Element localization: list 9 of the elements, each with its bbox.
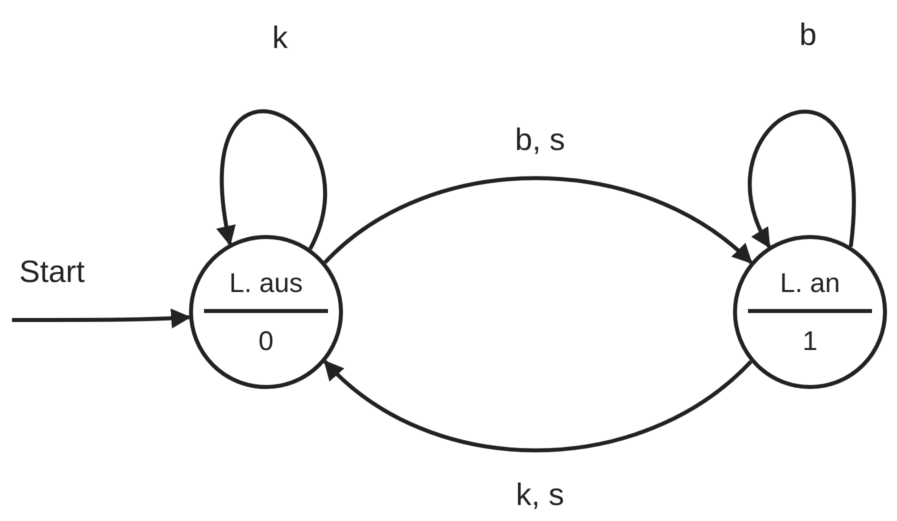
- self-loop-arrow: [748, 110, 856, 248]
- state-output: 0: [258, 325, 274, 357]
- transition-arrow: [324, 176, 753, 264]
- transition-arrow: [324, 360, 752, 452]
- state-output: 1: [802, 325, 818, 357]
- self-loop-arrow: [217, 110, 327, 250]
- transition-arrow: [12, 308, 192, 328]
- state-name: L. an: [780, 267, 840, 299]
- state-name: L. aus: [229, 267, 303, 299]
